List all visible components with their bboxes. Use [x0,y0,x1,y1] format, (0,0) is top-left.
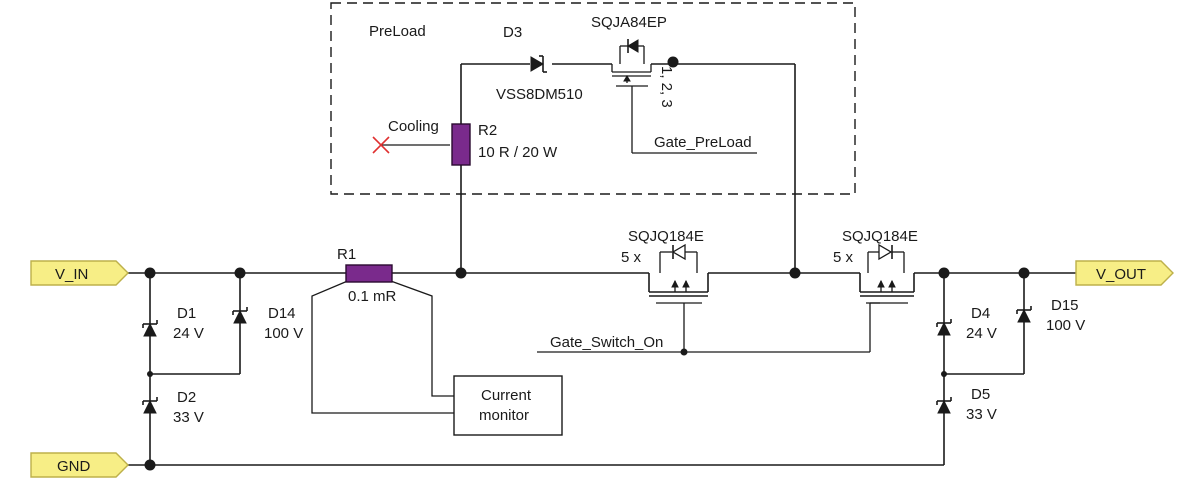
mosfet-preload-pins: 1, 2, 3 [658,66,675,108]
d2-value: 33 V [173,409,204,426]
mosfet-switch-right-symbol [859,243,915,304]
d1-name: D1 [177,305,196,322]
d4-value: 24 V [966,325,997,342]
switch-right-part: SQJQ184E [842,228,918,245]
junction-dots [144,56,1030,471]
d5-name: D5 [971,386,990,403]
port-vout-label: V_OUT [1096,266,1146,283]
diode-d1-symbol [142,320,158,337]
switch-left-count: 5 x [621,249,642,266]
port-gnd: GND [30,452,129,478]
resistor-r2-symbol [451,123,471,166]
diode-d3-symbol [530,55,547,73]
wires [127,63,1076,466]
diode-d14-symbol [232,307,248,324]
r1-value: 0.1 mR [348,288,397,305]
port-gnd-label: GND [57,458,91,475]
port-vin-label: V_IN [55,266,88,283]
d14-name: D14 [268,305,296,322]
d3-name: D3 [503,24,522,41]
gate-preload-label: Gate_PreLoad [654,134,752,151]
d3-part: VSS8DM510 [496,86,583,103]
diode-d4-symbol [936,319,952,336]
mosfet-switch-left-symbol [648,243,709,304]
current-monitor-line1: Current [481,387,532,404]
d15-name: D15 [1051,297,1079,314]
current-monitor-box [453,375,563,436]
cooling-label: Cooling [388,118,439,135]
cooling-x-marker [372,136,390,154]
d15-value: 100 V [1046,317,1085,334]
d4-name: D4 [971,305,990,322]
d2-name: D2 [177,389,196,406]
r2-value: 10 R / 20 W [478,144,558,161]
diode-d5-symbol [936,397,952,414]
current-monitor-line2: monitor [479,407,529,424]
resistor-r1-symbol [345,264,393,283]
r2-name: R2 [478,122,497,139]
switch-right-count: 5 x [833,249,854,266]
switch-left-part: SQJQ184E [628,228,704,245]
d14-value: 100 V [264,325,303,342]
preload-region-border [330,2,856,195]
diode-d2-symbol [142,397,158,414]
preload-label: PreLoad [369,23,426,40]
port-vout: V_OUT [1075,260,1174,286]
d1-value: 24 V [173,325,204,342]
mosfet-preload-part: SQJA84EP [591,14,667,31]
d5-value: 33 V [966,406,997,423]
port-vin: V_IN [30,260,129,286]
r1-name: R1 [337,246,356,263]
gate-switch-on-label: Gate_Switch_On [550,334,663,351]
mosfet-preload-symbol [611,39,652,92]
diode-d15-symbol [1016,306,1032,323]
